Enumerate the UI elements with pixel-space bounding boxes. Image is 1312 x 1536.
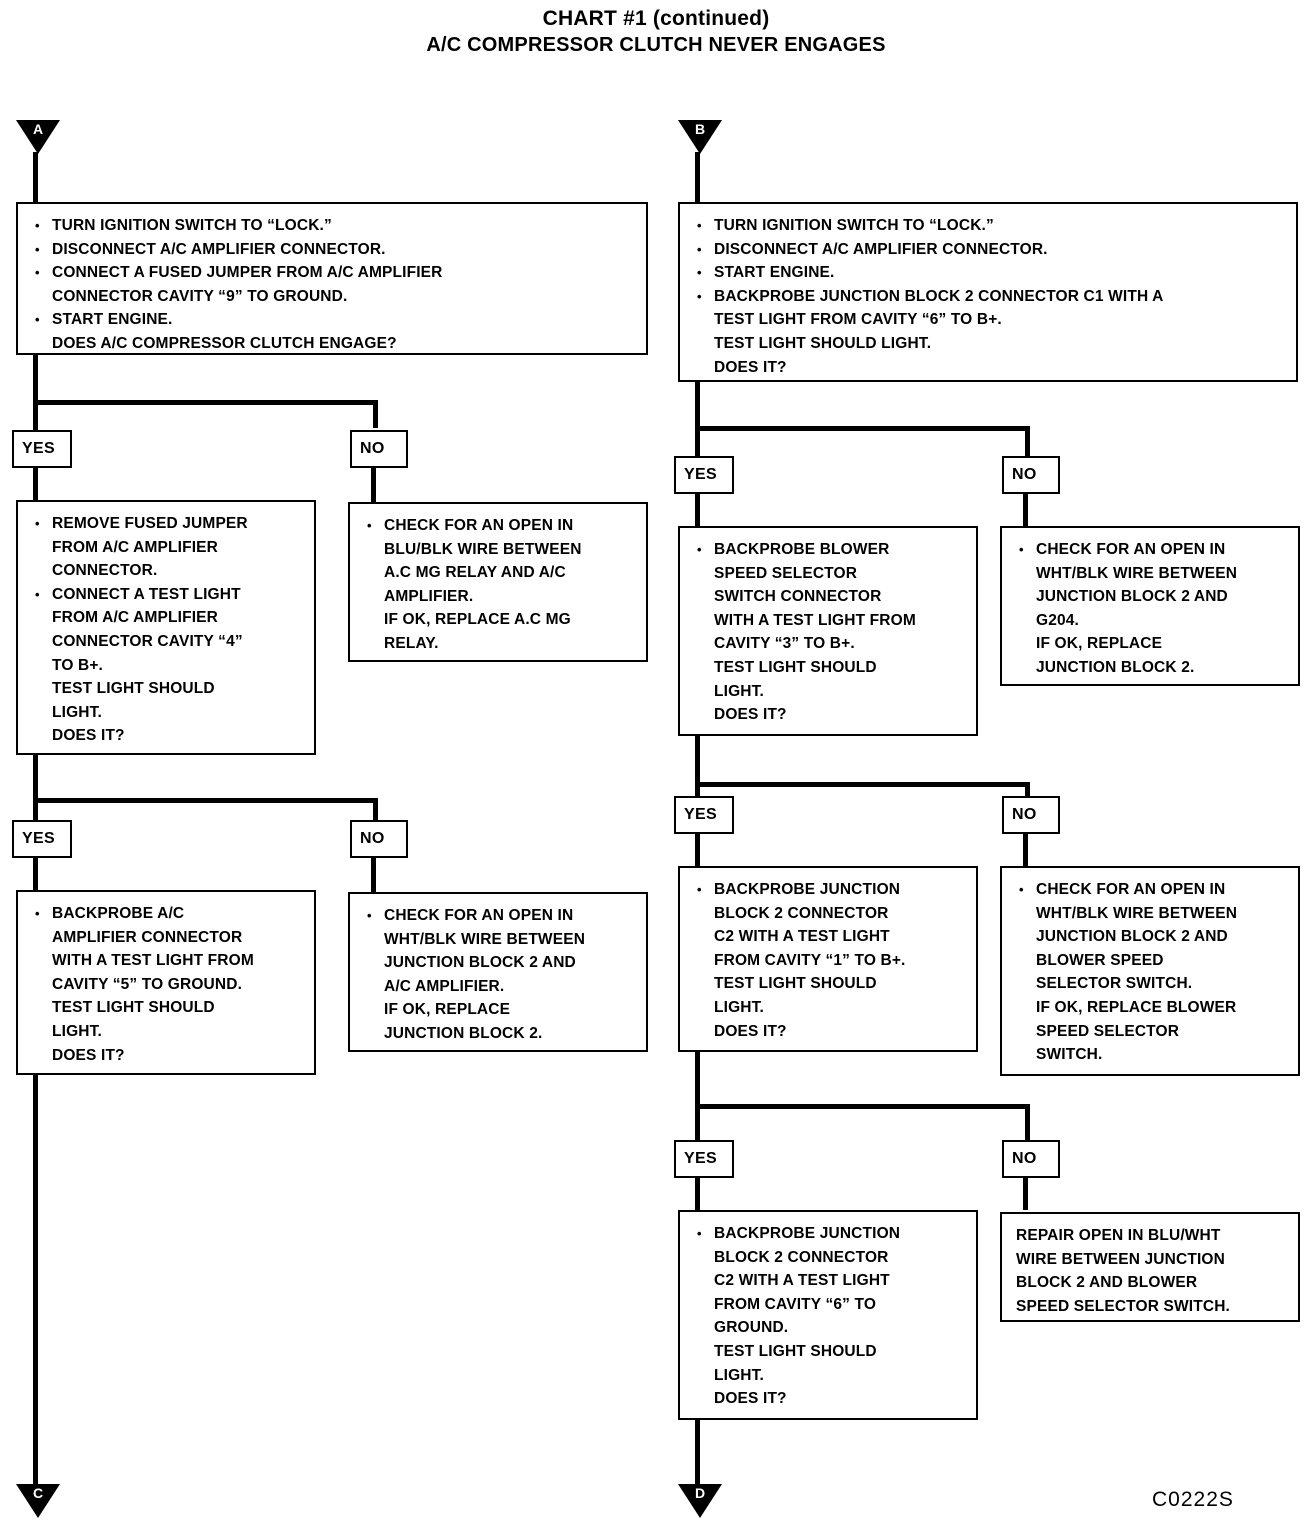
line-no-a2-to-a5	[371, 858, 376, 892]
line-no-b4-to-b7	[1023, 1178, 1028, 1210]
connector-label-b: B	[694, 121, 706, 137]
step-line: CHECK FOR AN OPEN IN WHT/BLK WIRE BETWEE…	[1012, 538, 1288, 680]
branch-tag-yes-b2: YES	[674, 796, 734, 834]
line-b2-no-drop	[1025, 782, 1030, 800]
step-line: DISCONNECT A/C AMPLIFIER CONNECTOR.	[690, 238, 1286, 262]
line-b1-yes-drop	[695, 426, 700, 458]
branch-tag-no-b4: NO	[1002, 1140, 1060, 1178]
step-box-b5: CHECK FOR AN OPEN IN WHT/BLK WIRE BETWEE…	[1000, 866, 1300, 1076]
step-box-a2: REMOVE FUSED JUMPER FROM A/C AMPLIFIER C…	[16, 500, 316, 755]
step-line: CONNECT A FUSED JUMPER FROM A/C AMPLIFIE…	[28, 261, 636, 308]
chart-code-stamp: C0222S	[1152, 1488, 1234, 1511]
line-yes-b4-to-b6	[695, 1178, 700, 1210]
step-line: BACKPROBE BLOWER SPEED SELECTOR SWITCH C…	[690, 538, 966, 727]
line-b4-split	[695, 1104, 1030, 1109]
chart-title-line-2: A/C COMPRESSOR CLUTCH NEVER ENGAGES	[426, 34, 886, 56]
line-a-to-a1	[33, 152, 38, 202]
step-box-b3: CHECK FOR AN OPEN IN WHT/BLK WIRE BETWEE…	[1000, 526, 1300, 686]
page-title: CHART #1 (continued) A/C COMPRESSOR CLUT…	[0, 6, 1312, 58]
step-line: REMOVE FUSED JUMPER FROM A/C AMPLIFIER C…	[28, 512, 304, 583]
line-a1-no-drop	[373, 400, 378, 428]
connector-out-c: C	[16, 1484, 60, 1518]
line-b-to-b1	[695, 152, 700, 202]
line-a1-split	[33, 400, 378, 405]
step-line: TURN IGNITION SWITCH TO “LOCK.”	[690, 214, 1286, 238]
step-box-a1: TURN IGNITION SWITCH TO “LOCK.” DISCONNE…	[16, 202, 648, 355]
connector-in-b: B	[678, 120, 722, 154]
step-line: DISCONNECT A/C AMPLIFIER CONNECTOR.	[28, 238, 636, 262]
branch-tag-yes-b4: YES	[674, 1140, 734, 1178]
step-line: START ENGINE.	[690, 261, 1286, 285]
line-no-b2-to-b5	[1023, 834, 1028, 866]
line-a4-to-c	[33, 1075, 38, 1490]
line-yes-b1-to-b2	[695, 494, 700, 526]
connector-in-a: A	[16, 120, 60, 154]
step-box-a4: BACKPROBE A/C AMPLIFIER CONNECTOR WITH A…	[16, 890, 316, 1075]
line-a2-down	[33, 755, 38, 803]
step-line: CHECK FOR AN OPEN IN WHT/BLK WIRE BETWEE…	[360, 904, 636, 1046]
line-b2-yes-drop	[695, 782, 700, 800]
step-box-a3: CHECK FOR AN OPEN IN BLU/BLK WIRE BETWEE…	[348, 502, 648, 662]
step-line: BACKPROBE JUNCTION BLOCK 2 CONNECTOR C2 …	[690, 1222, 966, 1411]
step-line: BACKPROBE JUNCTION BLOCK 2 CONNECTOR C1 …	[690, 285, 1286, 379]
line-a1-yes-drop	[33, 400, 38, 432]
line-yes-b2-to-b4	[695, 834, 700, 866]
line-no-a1-to-a3	[371, 468, 376, 502]
connector-label-d: D	[694, 1485, 706, 1501]
line-b1-down	[695, 382, 700, 430]
step-line: START ENGINE. DOES A/C COMPRESSOR CLUTCH…	[28, 308, 636, 355]
line-b4-down	[695, 1052, 700, 1108]
step-line: CONNECT A TEST LIGHT FROM A/C AMPLIFIER …	[28, 583, 304, 748]
step-line: CHECK FOR AN OPEN IN WHT/BLK WIRE BETWEE…	[1012, 878, 1288, 1067]
line-b4-yes-drop	[695, 1104, 700, 1142]
triangle-down-icon	[16, 120, 60, 154]
step-box-a5: CHECK FOR AN OPEN IN WHT/BLK WIRE BETWEE…	[348, 892, 648, 1052]
line-b6-to-d	[695, 1420, 700, 1490]
branch-tag-no-b1: NO	[1002, 456, 1060, 494]
connector-label-a: A	[32, 121, 44, 137]
line-b4-no-drop	[1025, 1104, 1030, 1142]
step-box-b4: BACKPROBE JUNCTION BLOCK 2 CONNECTOR C2 …	[678, 866, 978, 1052]
triangle-down-icon	[16, 1484, 60, 1518]
triangle-down-icon	[678, 1484, 722, 1518]
line-no-b1-to-b3	[1023, 494, 1028, 526]
line-b2-down	[695, 736, 700, 786]
branch-tag-yes-b1: YES	[674, 456, 734, 494]
branch-tag-yes-a1: YES	[12, 430, 72, 468]
line-a2-no-drop	[373, 798, 378, 822]
branch-tag-no-b2: NO	[1002, 796, 1060, 834]
connector-out-d: D	[678, 1484, 722, 1518]
triangle-down-icon	[678, 120, 722, 154]
line-a2-yes-drop	[33, 798, 38, 822]
connector-label-c: C	[32, 1485, 44, 1501]
branch-tag-no-a2: NO	[350, 820, 408, 858]
line-b2-split	[695, 782, 1030, 787]
step-box-b7: REPAIR OPEN IN BLU/WHT WIRE BETWEEN JUNC…	[1000, 1212, 1300, 1322]
line-a2-split	[33, 798, 378, 803]
step-line: BACKPROBE A/C AMPLIFIER CONNECTOR WITH A…	[28, 902, 304, 1067]
line-b1-split	[695, 426, 1030, 431]
branch-tag-no-a1: NO	[350, 430, 408, 468]
line-b1-no-drop	[1025, 426, 1030, 458]
step-box-b2: BACKPROBE BLOWER SPEED SELECTOR SWITCH C…	[678, 526, 978, 736]
step-box-b6: BACKPROBE JUNCTION BLOCK 2 CONNECTOR C2 …	[678, 1210, 978, 1420]
step-line: TURN IGNITION SWITCH TO “LOCK.”	[28, 214, 636, 238]
line-yes-a1-to-a2	[33, 468, 38, 500]
branch-tag-yes-a2: YES	[12, 820, 72, 858]
step-box-b1: TURN IGNITION SWITCH TO “LOCK.” DISCONNE…	[678, 202, 1298, 382]
step-line: CHECK FOR AN OPEN IN BLU/BLK WIRE BETWEE…	[360, 514, 636, 656]
step-line: BACKPROBE JUNCTION BLOCK 2 CONNECTOR C2 …	[690, 878, 966, 1043]
chart-title-line-1: CHART #1 (continued)	[542, 7, 770, 30]
line-yes-a2-to-a4	[33, 858, 38, 890]
line-a1-down	[33, 355, 38, 403]
